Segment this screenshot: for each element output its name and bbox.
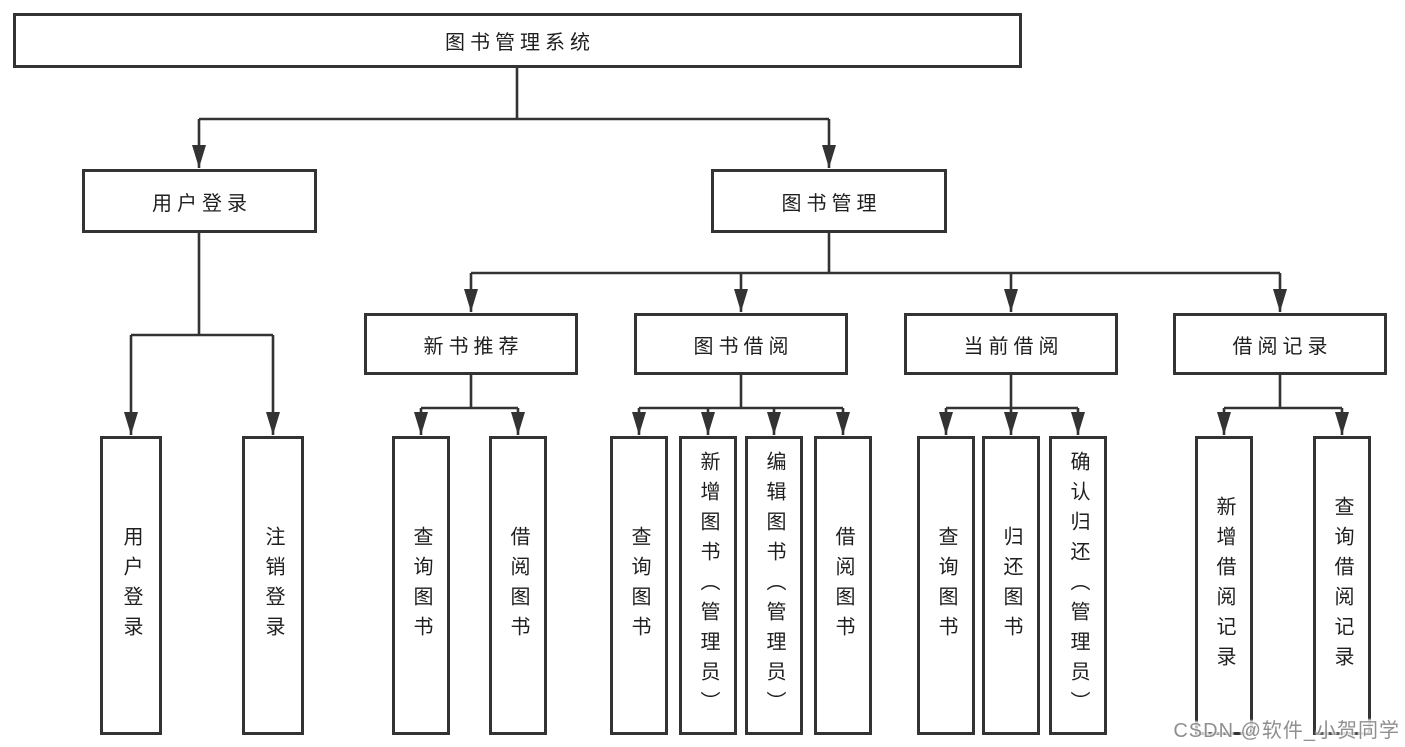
leaf-logout-login: 注销登录 <box>242 436 304 735</box>
node-book-management: 图书管理 <box>711 169 947 233</box>
leaf-query-borrow-record: 查询借阅记录 <box>1313 436 1371 735</box>
leaf-edit-books-admin: 编辑图书（管理员） <box>745 436 803 735</box>
leaf-current-query-books: 查询图书 <box>917 436 975 735</box>
leaf-user-login: 用户登录 <box>100 436 162 735</box>
wire-book-borrow <box>639 375 843 410</box>
watermark-text: CSDN @软件_小贺同学 <box>1173 720 1400 742</box>
node-new-book-recommend: 新书推荐 <box>364 313 578 375</box>
wire-current-borrow <box>946 375 1078 410</box>
leaf-add-books-admin: 新增图书（管理员） <box>679 436 737 735</box>
wire-user-login <box>131 233 273 337</box>
wire-book-management <box>471 233 1280 275</box>
wire-root <box>199 68 829 121</box>
node-root-system: 图书管理系统 <box>13 13 1022 68</box>
wire-new-book-recommend <box>421 375 518 410</box>
leaf-recommend-query-books: 查询图书 <box>392 436 450 735</box>
node-borrow-records: 借阅记录 <box>1173 313 1387 375</box>
leaf-confirm-return-admin: 确认归还（管理员） <box>1049 436 1107 735</box>
leaf-return-books: 归还图书 <box>982 436 1040 735</box>
node-current-borrow: 当前借阅 <box>904 313 1118 375</box>
leaf-recommend-borrow-books: 借阅图书 <box>489 436 547 735</box>
node-user-login: 用户登录 <box>82 169 317 233</box>
node-book-borrow: 图书借阅 <box>634 313 848 375</box>
leaf-borrow-books: 借阅图书 <box>814 436 872 735</box>
wire-borrow-records <box>1224 375 1342 410</box>
leaf-add-borrow-record: 新增借阅记录 <box>1195 436 1253 735</box>
leaf-borrow-query-books: 查询图书 <box>610 436 668 735</box>
